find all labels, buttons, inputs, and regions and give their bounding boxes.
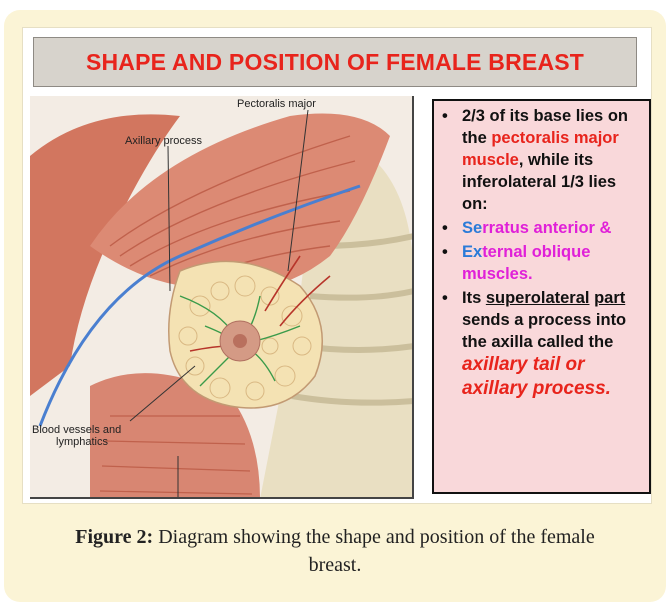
bullet3-prefix: Ex bbox=[462, 243, 482, 261]
bullet4-highlight: axillary tail or axillary process. bbox=[462, 354, 611, 399]
caption-label: Figure 2: bbox=[75, 526, 153, 548]
bullet4-text-b: sends a process into the axilla called t… bbox=[462, 311, 626, 351]
bullet4-underlined-1: superolateral bbox=[486, 289, 590, 307]
label-blood-vessels-line2: lymphatics bbox=[56, 436, 108, 448]
description-box: • 2/3 of its base lies on the pectoralis… bbox=[432, 99, 651, 494]
bullet2-text: rratus anterior & bbox=[482, 219, 611, 237]
title-bar: SHAPE AND POSITION OF FEMALE BREAST bbox=[33, 37, 637, 87]
label-pectoralis-major: Pectoralis major bbox=[237, 98, 316, 110]
label-axillary-process: Axillary process bbox=[125, 135, 202, 147]
bullet3-text: ternal oblique muscles. bbox=[462, 243, 590, 283]
bullet-dot: • bbox=[442, 287, 448, 309]
bullet-serratus: • Serratus anterior & bbox=[440, 217, 643, 239]
bullet-base-position: • 2/3 of its base lies on the pectoralis… bbox=[440, 105, 643, 215]
bullet-axillary-tail: • Its superolateral part sends a process… bbox=[440, 287, 643, 401]
anatomy-illustration: Pectoralis major Axillary process Blood … bbox=[30, 96, 414, 499]
bullet4-text-a: Its bbox=[462, 289, 486, 307]
bullet2-prefix: Se bbox=[462, 219, 482, 237]
bullet-dot: • bbox=[442, 105, 448, 127]
nipple bbox=[233, 334, 247, 348]
label-blood-vessels-line1: Blood vessels and bbox=[32, 424, 121, 436]
figure-caption: Figure 2: Diagram showing the shape and … bbox=[70, 523, 600, 579]
bullet4-underlined-2: part bbox=[594, 289, 625, 307]
slide-title: SHAPE AND POSITION OF FEMALE BREAST bbox=[86, 49, 584, 76]
bullet-dot: • bbox=[442, 217, 448, 239]
caption-text: Diagram showing the shape and position o… bbox=[153, 526, 595, 576]
bullet-external-oblique: • External oblique muscles. bbox=[440, 241, 643, 285]
bullet-dot: • bbox=[442, 241, 448, 263]
